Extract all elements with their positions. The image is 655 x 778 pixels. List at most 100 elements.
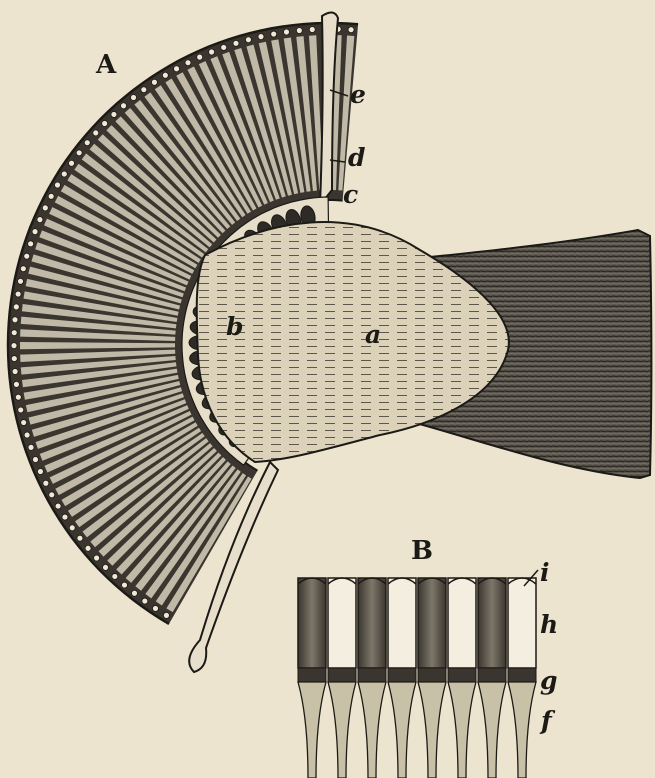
- part-label-f: f: [541, 708, 552, 733]
- rod-cap: [131, 590, 137, 596]
- part-label-g: g: [540, 668, 557, 693]
- rod-fiber: [508, 682, 536, 778]
- rod-cap: [103, 564, 109, 570]
- rod-cap: [12, 317, 18, 323]
- rod-cap: [15, 291, 21, 297]
- rod-cap: [28, 241, 34, 247]
- rod-cap: [13, 304, 19, 310]
- rod-cap: [102, 120, 108, 126]
- rod-cap: [49, 492, 55, 498]
- rod-dark: [358, 578, 386, 668]
- rod-cap: [69, 160, 75, 166]
- rod-cap: [32, 229, 38, 235]
- rod-cap: [20, 266, 26, 272]
- rod-cap: [209, 49, 215, 55]
- rod-cap: [17, 278, 23, 284]
- rod-cap: [55, 503, 61, 509]
- rod-cap: [296, 27, 302, 33]
- rod-cap: [233, 40, 239, 46]
- part-label-i: i: [540, 560, 550, 585]
- rod-cap: [76, 150, 82, 156]
- rod-fiber: [328, 682, 356, 778]
- rod-cap: [32, 457, 38, 463]
- rod-cap: [93, 130, 99, 136]
- rod-dark: [418, 578, 446, 668]
- rod-cap: [54, 182, 60, 188]
- rod-band: [478, 668, 506, 682]
- rod-cap: [11, 343, 17, 349]
- rod-cap: [42, 205, 48, 211]
- rod-cap: [69, 525, 75, 531]
- rod-cap: [152, 605, 158, 611]
- part-label-a: a: [365, 322, 381, 347]
- rod-light: [388, 578, 416, 668]
- rod-cap: [121, 582, 127, 588]
- rod-cap: [15, 394, 21, 400]
- rod-cap: [185, 60, 191, 66]
- rod-light: [328, 578, 356, 668]
- rod-cap: [11, 356, 17, 362]
- rod-cap: [309, 26, 315, 32]
- rod-fiber: [418, 682, 446, 778]
- part-label-d: d: [348, 145, 365, 170]
- rod-cap: [151, 79, 157, 85]
- rod-fiber: [358, 682, 386, 778]
- rod-cap: [37, 469, 43, 475]
- rod-band: [328, 668, 356, 682]
- rod-band: [298, 668, 326, 682]
- rod-cap: [121, 103, 127, 109]
- rod-cap: [112, 573, 118, 579]
- rod-cap: [48, 193, 54, 199]
- rod-fiber: [298, 682, 326, 778]
- rod-cap: [37, 217, 43, 223]
- rod-cap: [13, 381, 19, 387]
- rod-cap: [283, 29, 289, 35]
- part-label-b: b: [226, 314, 243, 339]
- rod-cap: [77, 535, 83, 541]
- panel-b-detail: [298, 578, 536, 778]
- rod-cap: [162, 72, 168, 78]
- rod-cap: [94, 555, 100, 561]
- rod-cap: [258, 34, 264, 40]
- rod-cap: [21, 420, 27, 426]
- rod-cap: [12, 369, 18, 375]
- rod-cap: [197, 54, 203, 60]
- rod-fiber: [448, 682, 476, 778]
- rod-cap: [43, 480, 49, 486]
- rod-band: [508, 668, 536, 682]
- rod-cap: [111, 111, 117, 117]
- rod-cap: [24, 253, 30, 259]
- rod-cap: [271, 31, 277, 37]
- part-label-e: e: [350, 82, 366, 107]
- rod-cap: [28, 444, 34, 450]
- rod-cap: [85, 545, 91, 551]
- rod-band: [418, 668, 446, 682]
- panel-label-b: B: [411, 538, 433, 564]
- panel-label-a: A: [96, 52, 116, 78]
- rod-cap: [245, 37, 251, 43]
- rod-cap: [142, 598, 148, 604]
- rod-cap: [163, 612, 169, 618]
- rod-cap: [84, 140, 90, 146]
- rod-cap: [221, 44, 227, 50]
- rod-light: [448, 578, 476, 668]
- rod-cap: [24, 432, 30, 438]
- rod-band: [358, 668, 386, 682]
- rod-cap: [18, 407, 24, 413]
- part-label-h: h: [540, 612, 558, 637]
- rod-light: [508, 578, 536, 668]
- rod-cap: [348, 27, 354, 33]
- rod-cap: [174, 66, 180, 72]
- rod-band: [388, 668, 416, 682]
- rod-cap: [141, 87, 147, 93]
- rod-dark: [298, 578, 326, 668]
- rod-fiber: [478, 682, 506, 778]
- rod-band: [448, 668, 476, 682]
- rod-cap: [62, 514, 68, 520]
- rod-cap: [11, 330, 17, 336]
- rod-fiber: [388, 682, 416, 778]
- rod-cap: [131, 95, 137, 101]
- rod-dark: [478, 578, 506, 668]
